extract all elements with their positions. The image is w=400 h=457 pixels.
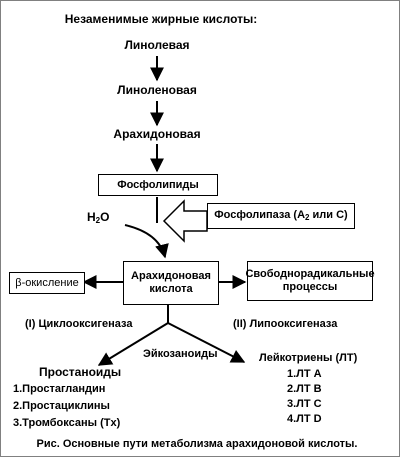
phospholipase-block-arrow — [162, 199, 208, 243]
free-radical-line1: Свободнорадикальные — [245, 268, 375, 280]
prostanoid-item: 1.Простагландин — [13, 383, 106, 395]
phospholipids-box: Фосфолипиды — [98, 174, 218, 196]
free-radical-line2: процессы — [282, 281, 338, 293]
free-radical-box: Свободнорадикальные процессы — [245, 261, 375, 301]
eicosanoids-label: Эйкозаноиды — [143, 348, 218, 360]
arachidonic-acid-box: Арахидоновая кислота — [123, 261, 219, 305]
linoleic-acid: Линолевая — [124, 38, 190, 52]
arrow-water-to-acid — [124, 224, 169, 259]
prostanoid-item: 2.Простациклины — [13, 400, 110, 412]
leukotriene-item: 2.ЛТ В — [287, 383, 322, 395]
title: Незаменимые жирные кислоты: — [64, 12, 258, 26]
lipoxygenase-label: (II) Липооксигеназа — [233, 318, 338, 330]
leukotriene-item: 3.ЛТ С — [287, 398, 322, 410]
phospholipase-box: Фосфолипаза (A2 или С) — [207, 203, 355, 229]
figure-caption: Рис. Основные пути метаболизма арахидоно… — [36, 438, 358, 450]
prostanoid-item: 3.Тромбоксаны (Tx) — [13, 417, 121, 429]
cyclooxygenase-label: (I) Циклооксигеназа — [25, 318, 133, 330]
phospholipase-label: Фосфолипаза (A2 или С) — [214, 208, 348, 222]
arachidonic-acid-line1: Арахидоновая — [131, 270, 211, 282]
water-label: H2O — [87, 210, 110, 226]
arachidonic-acid-line2: кислота — [149, 283, 193, 295]
arachidonic-acid-label: Арахидоновая — [113, 127, 201, 141]
leukotriene-item: 4.ЛТ D — [287, 413, 322, 425]
leukotrienes-heading: Лейкотриены (ЛТ) — [259, 352, 358, 364]
linolenic-acid: Линоленовая — [117, 83, 197, 97]
leukotriene-item: 1.ЛТ А — [287, 368, 322, 380]
phospholipids-label: Фосфолипиды — [117, 178, 199, 191]
arrow-to-prostanoids — [97, 322, 169, 366]
prostanoids-heading: Простаноиды — [39, 365, 122, 379]
beta-oxidation-label: β-окисление — [15, 276, 79, 289]
arrow-to-leukotrienes — [167, 322, 246, 363]
beta-oxidation-box: β-окисление — [9, 272, 85, 294]
